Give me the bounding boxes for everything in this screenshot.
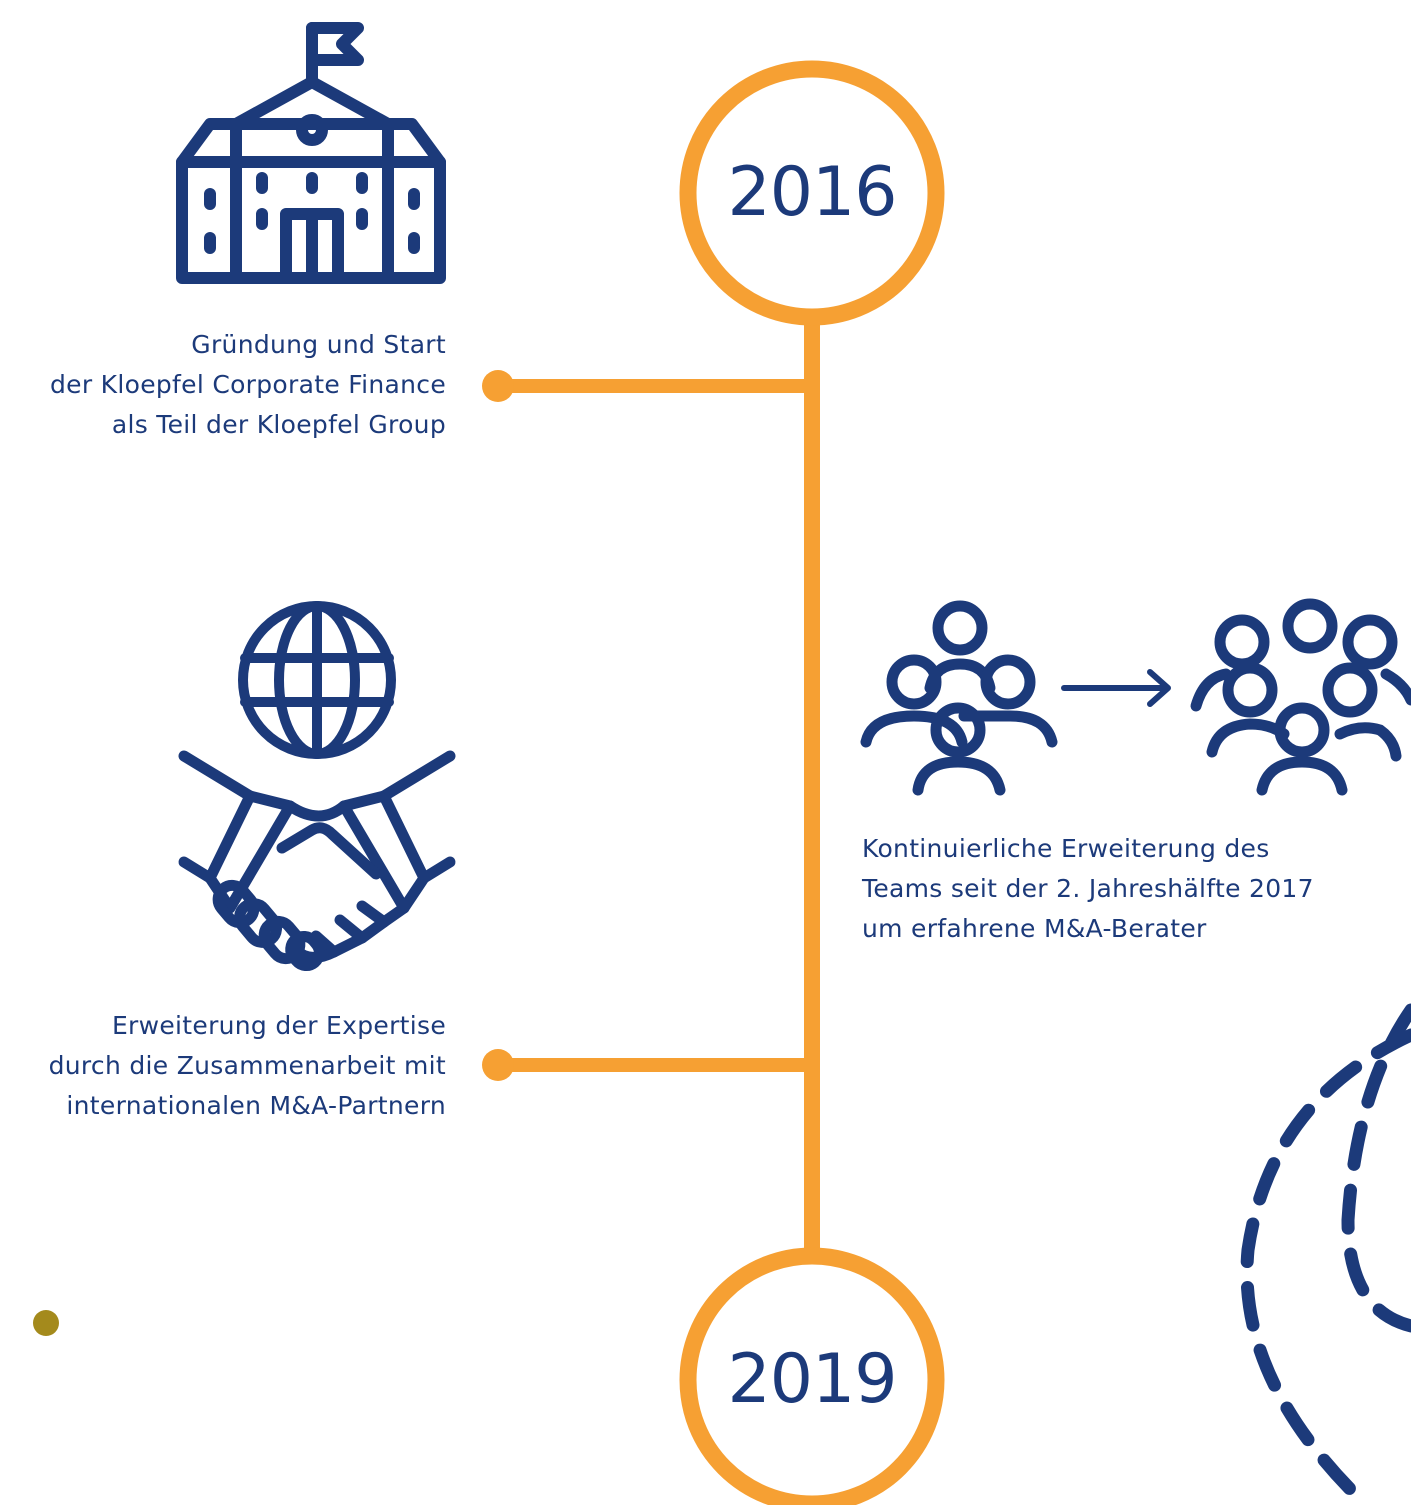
year-circle-2016 [679,60,945,326]
caption-line: Teams seit der 2. Jahreshälfte 2017 [862,874,1314,903]
caption-line: Gründung und Start [191,330,446,359]
decorative-dot [33,1310,59,1336]
year-label-2019: 2019 [727,1340,897,1419]
connector-dot-3 [482,1049,514,1081]
milestone-caption-expertise: Erweiterung der Expertise durch die Zusa… [49,1006,446,1126]
dashed-path-decoration [1240,1003,1411,1505]
connector-dot-1 [482,370,514,402]
arrow-right-icon [1061,669,1171,707]
caption-line: um erfahrene M&A-Berater [862,914,1207,943]
caption-line: Kontinuierliche Erweiterung des [862,834,1270,863]
connector-milestone-1 [482,370,812,402]
caption-line: Erweiterung der Expertise [111,1011,446,1040]
small-team-icon [860,600,1058,796]
handshake-icon [178,750,456,972]
milestone-caption-team-growth: Kontinuierliche Erweiterung des Teams se… [862,829,1314,949]
year-label-2016: 2016 [727,153,897,232]
large-team-icon [1190,598,1411,796]
school-building-icon [176,22,446,284]
caption-line: als Teil der Kloepfel Group [111,410,446,439]
caption-line: internationalen M&A-Partnern [66,1091,446,1120]
connector-milestone-3 [482,1049,812,1081]
milestone-caption-founding: Gründung und Start der Kloepfel Corporat… [50,325,446,445]
caption-line: der Kloepfel Corporate Finance [50,370,446,399]
globe-icon [238,601,396,759]
year-circle-2019 [679,1247,945,1505]
caption-line: durch die Zusammenarbeit mit [48,1051,446,1080]
